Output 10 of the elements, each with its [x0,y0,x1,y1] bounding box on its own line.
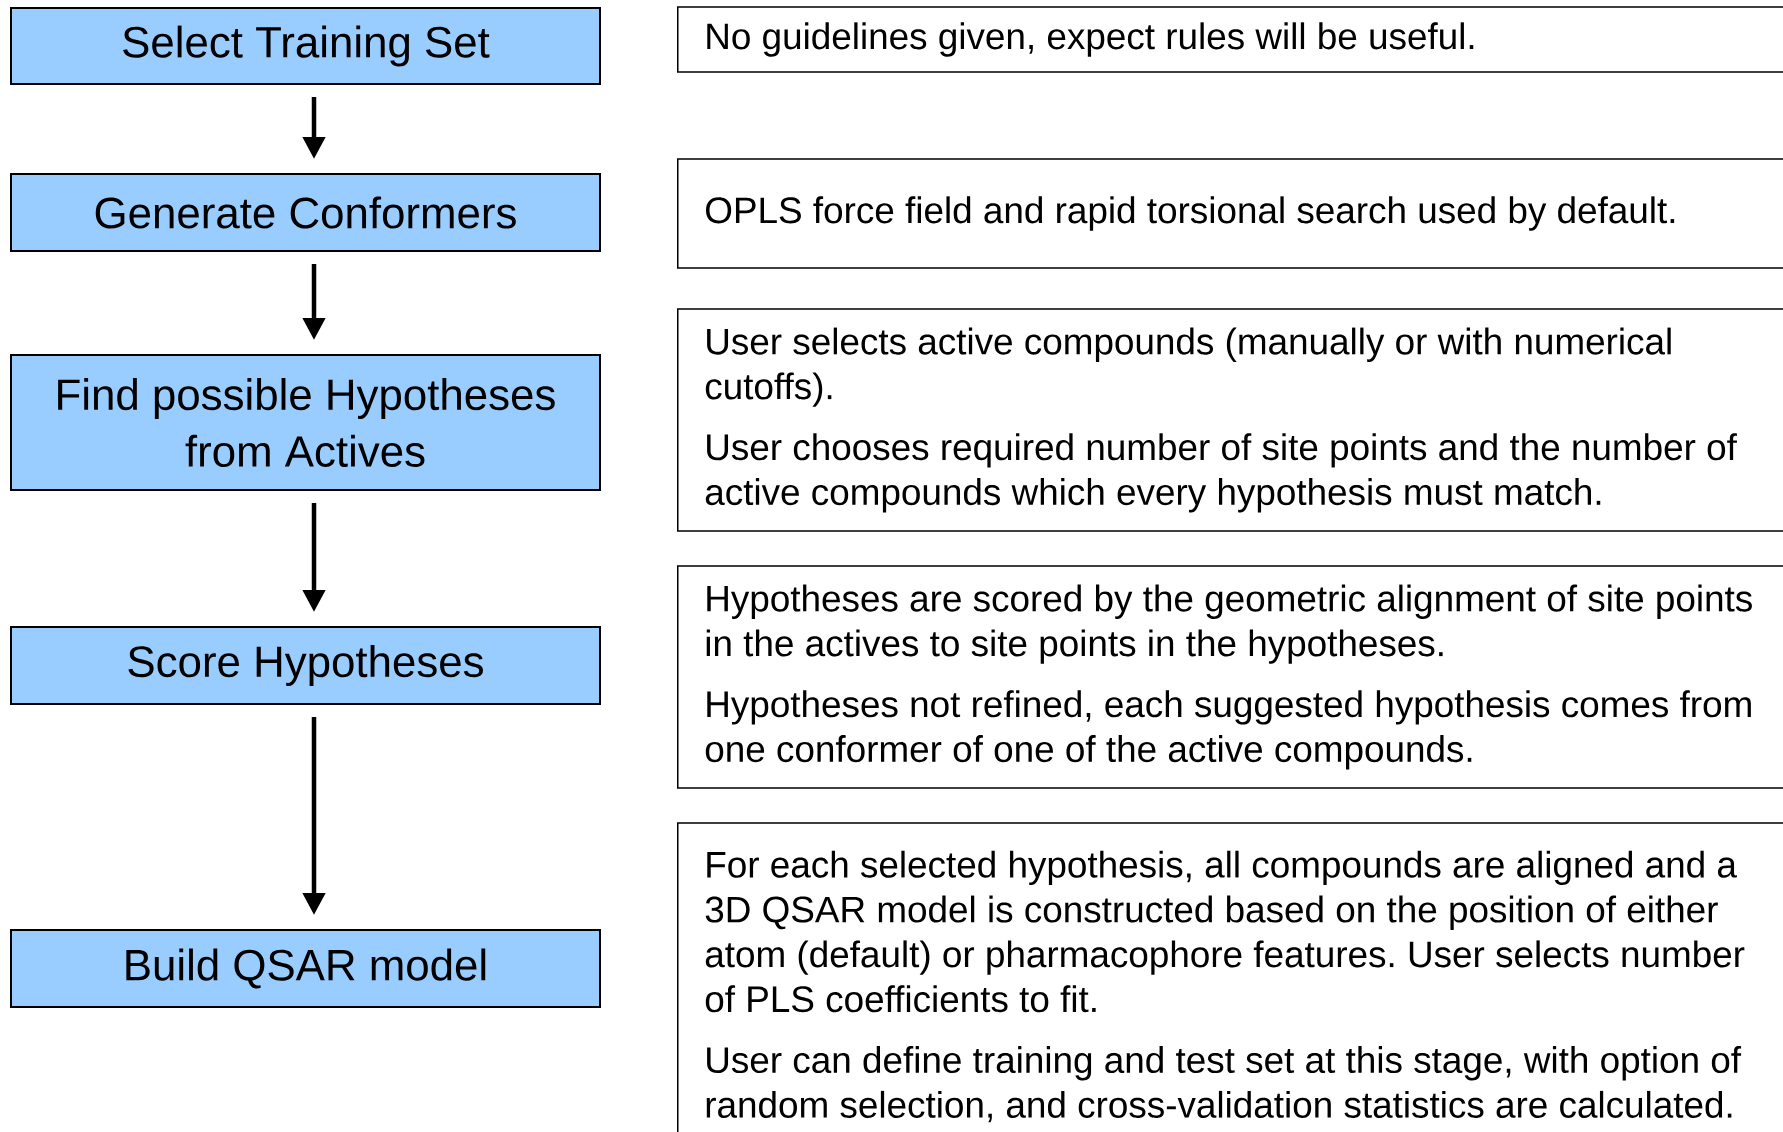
note-box: Hypotheses are scored by the geometric alignment of site points in the actives to site points in the hypotheses. Hypotheses not refined, each suggested hypothesis comes from one conformer of one of the active compounds. [677,565,1783,789]
step-box: Find possible Hypotheses from Actives [10,354,601,491]
note-box: User selects active compounds (manually or with numerical cutoffs). User chooses required number of site points and the number of active compounds which every hypothesis must match. [677,308,1783,532]
note-box: OPLS force field and rapid torsional search used by default. [677,158,1783,269]
step-box: Generate Conformers [10,173,601,252]
note-box: No guidelines given, expect rules will be useful. [677,6,1783,73]
step-box: Build QSAR model [10,929,601,1008]
step-box: Select Training Set [10,7,601,85]
note-box: For each selected hypothesis, all compounds are aligned and a 3D QSAR model is constructed based on the position of either atom (default) or pharmacophore features. User selects number of PLS coefficients to fit. User can define training and test set at this stage, with option of random selection, and cross-validation statistics are calculated. [677,822,1783,1132]
step-box: Score Hypotheses [10,626,601,705]
